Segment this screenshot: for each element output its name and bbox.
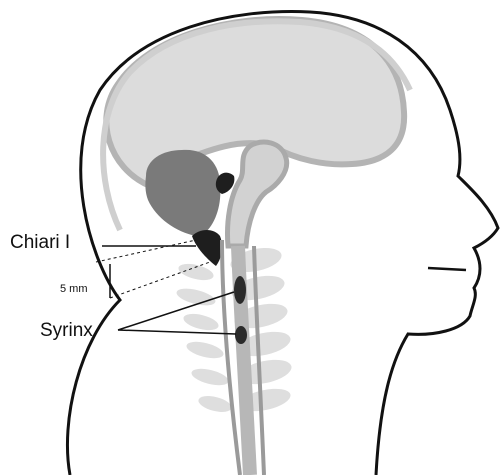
herniated-tonsil (192, 230, 222, 266)
spinous-process (185, 339, 225, 362)
syrinx-pointer-2 (118, 330, 236, 334)
spinous-process (197, 393, 233, 415)
syrinx-label: Syrinx (40, 320, 93, 342)
spinous-process (177, 261, 215, 283)
mouth-line (428, 268, 466, 270)
syrinx-upper (234, 276, 246, 304)
spinous-process (190, 366, 230, 389)
spinous-process (182, 311, 220, 333)
cerebellum (145, 150, 220, 236)
measurement-label: 5 mm (60, 283, 88, 295)
syrinx-lower (235, 326, 247, 344)
brainstem (228, 142, 287, 246)
chiari-label: Chiari I (10, 232, 70, 254)
measure-guide-top (96, 240, 196, 262)
